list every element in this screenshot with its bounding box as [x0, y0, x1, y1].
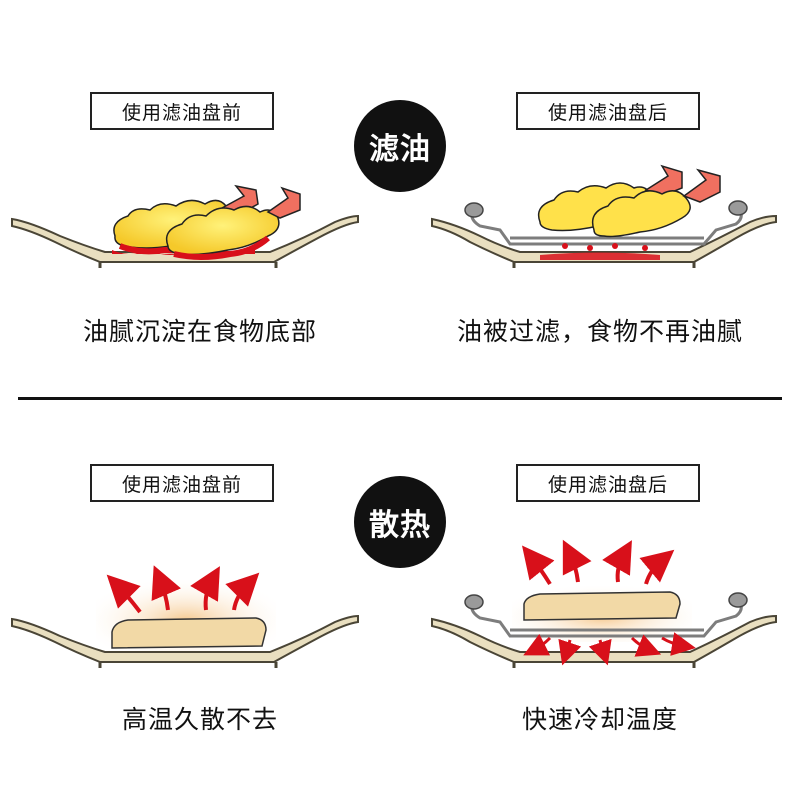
oil-pool: [540, 252, 660, 260]
food-block-icon: [523, 591, 681, 621]
tray-icon: [11, 214, 359, 263]
heat-arrow-icons: [106, 565, 260, 614]
badge-oil-filter: 滤油: [354, 100, 446, 192]
filter-rack-icon: [470, 601, 743, 638]
heat-arrow-icons: [522, 539, 675, 586]
caption-oil-after: 油被过滤，食物不再油腻: [456, 317, 743, 346]
section-divider: [18, 397, 782, 400]
cooling-arrow-icons: [523, 632, 696, 666]
caption-oil-before: 油腻沉淀在食物底部: [82, 317, 317, 346]
tray-with-hot-food-before: [11, 565, 359, 668]
caption-heat-after: 快速冷却温度: [521, 705, 678, 734]
fried-shrimp-icon: [537, 164, 683, 232]
tray-icon: [11, 614, 359, 663]
fried-shrimp-icon: [591, 168, 721, 238]
badge-heat-dissipation: 散热: [354, 476, 446, 568]
panel-heat-after: 使用滤油盘后: [400, 400, 800, 800]
label-before-oil: 使用滤油盘前: [90, 92, 274, 130]
label-after-heat: 使用滤油盘后: [516, 464, 700, 502]
oil-drips: [562, 243, 648, 251]
tray-with-rack-after: [431, 164, 777, 268]
tray-with-rack-cooling-after: [431, 539, 777, 668]
label-after-oil: 使用滤油盘后: [516, 92, 700, 130]
tray-with-shrimp-before: [11, 184, 359, 268]
panel-oil-before: 使用滤油盘前 油腻沉淀在食物底部: [0, 0, 400, 400]
panel-heat-before: 使用滤油盘前 高温久散不去: [0, 400, 400, 800]
caption-heat-before: 高温久散不去: [121, 705, 278, 734]
fried-shrimp-icon: [165, 186, 301, 260]
food-block-icon: [111, 617, 267, 649]
filter-rack-icon: [470, 209, 743, 246]
panel-oil-after: 使用滤油盘后 油被过滤，食物不再油腻: [400, 0, 800, 400]
label-before-heat: 使用滤油盘前: [90, 464, 274, 502]
